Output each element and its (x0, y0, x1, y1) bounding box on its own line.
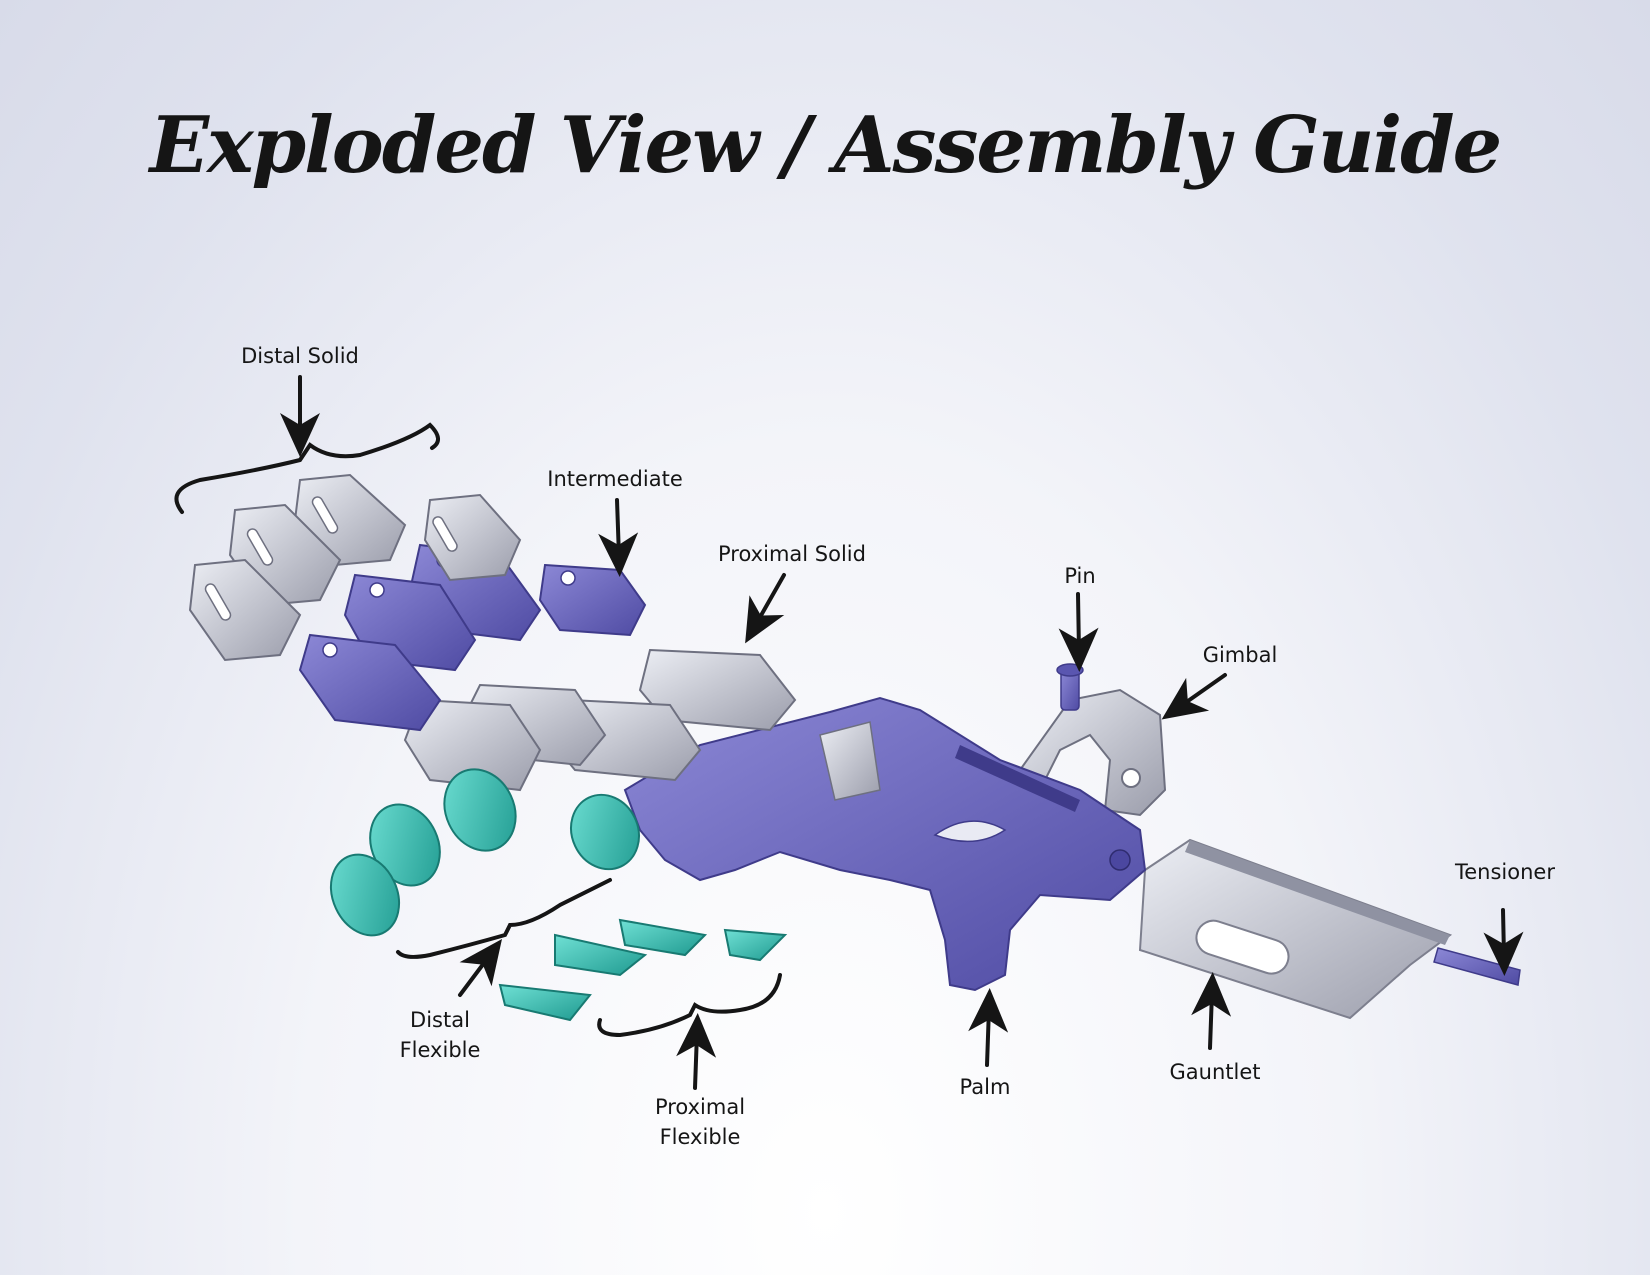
tensioner-part (1433, 947, 1521, 986)
proximal-flexible-parts (498, 918, 788, 1022)
label-proximal-flexible: Proximal Flexible (640, 1092, 760, 1152)
label-proximal-flexible-line1: Proximal (654, 1095, 746, 1119)
label-proximal-flexible-line2: Flexible (659, 1125, 741, 1149)
palm-part (623, 696, 1147, 992)
label-proximal-solid: Proximal Solid (718, 542, 866, 566)
gimbal-part (1018, 688, 1167, 817)
distal-solid-parts (188, 473, 522, 662)
label-pin: Pin (1064, 564, 1096, 588)
proximal-solid-parts (403, 648, 797, 792)
label-distal-flexible-line1: Distal (410, 1008, 470, 1032)
label-intermediate: Intermediate (547, 467, 683, 491)
label-tensioner: Tensioner (1455, 860, 1555, 884)
distal-flexible-parts (329, 768, 640, 937)
label-gimbal: Gimbal (1202, 643, 1278, 667)
label-distal-flexible-line2: Flexible (399, 1038, 481, 1062)
label-distal-flexible: Distal Flexible (390, 1005, 490, 1065)
gauntlet-part (1138, 838, 1453, 1020)
label-gauntlet: Gauntlet (1169, 1060, 1261, 1084)
page-title: Exploded View / Assembly Guide (149, 100, 1503, 191)
annotation-arrows (280, 375, 1524, 1090)
label-palm: Palm (959, 1075, 1011, 1099)
label-distal-solid: Distal Solid (241, 344, 359, 368)
pin-part (1056, 663, 1084, 711)
